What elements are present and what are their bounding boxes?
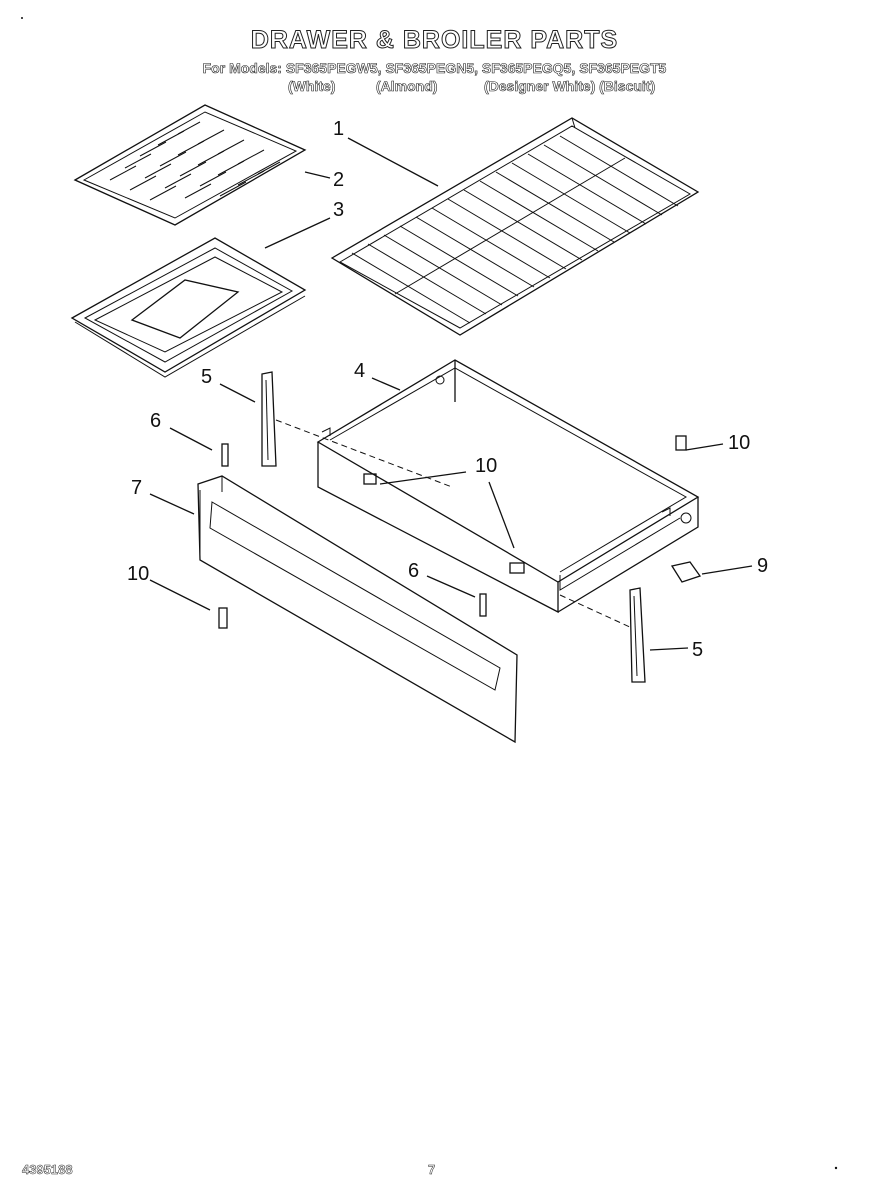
speck-mark: [834, 1166, 838, 1170]
screw-b-part: [675, 435, 687, 451]
callout-10-left: 10: [127, 563, 149, 585]
color-almond: (Almond): [376, 78, 438, 95]
screw-a-part: [363, 473, 377, 485]
drawer-slide-left-part: [261, 371, 277, 467]
callout-9: 9: [757, 555, 768, 577]
color-designer-white-biscuit: (Designer White) (Biscuit): [484, 78, 656, 95]
drawer-front-part: [197, 475, 518, 744]
speck-mark: [21, 17, 23, 19]
color-white: (White): [288, 78, 336, 95]
stud-right-part: [479, 593, 487, 617]
callout-10-center: 10: [475, 455, 497, 477]
callout-7: 7: [131, 477, 142, 499]
alignment-line-left: [275, 419, 453, 488]
screw-d-part: [218, 607, 228, 629]
drawer-clip-part: [670, 561, 702, 583]
screw-c-part: [509, 562, 525, 574]
stud-left-part: [221, 443, 229, 467]
oven-rack-part: [330, 117, 700, 336]
callout-6-left: 6: [150, 410, 161, 432]
callout-3: 3: [333, 199, 344, 221]
callout-2: 2: [333, 169, 344, 191]
document-number: 4395188: [22, 1162, 73, 1178]
callout-10-right: 10: [728, 432, 750, 454]
callout-6-right: 6: [408, 560, 419, 582]
page-title: DRAWER & BROILER PARTS: [250, 26, 619, 55]
broiler-grid-part: [73, 104, 307, 226]
callout-5-left: 5: [201, 366, 212, 388]
callout-5-right: 5: [692, 639, 703, 661]
leader-lines: [149, 137, 753, 651]
models-line: For Models: SF365PEGW5, SF365PEGN5, SF36…: [202, 60, 667, 77]
callout-4: 4: [354, 360, 365, 382]
broiler-pan-part: [70, 237, 307, 378]
page-number: 7: [428, 1162, 436, 1178]
alignment-line-right: [559, 594, 633, 629]
drawer-slide-right-part: [629, 587, 646, 683]
drawer-body-part: [316, 359, 700, 614]
callout-1: 1: [333, 118, 344, 140]
